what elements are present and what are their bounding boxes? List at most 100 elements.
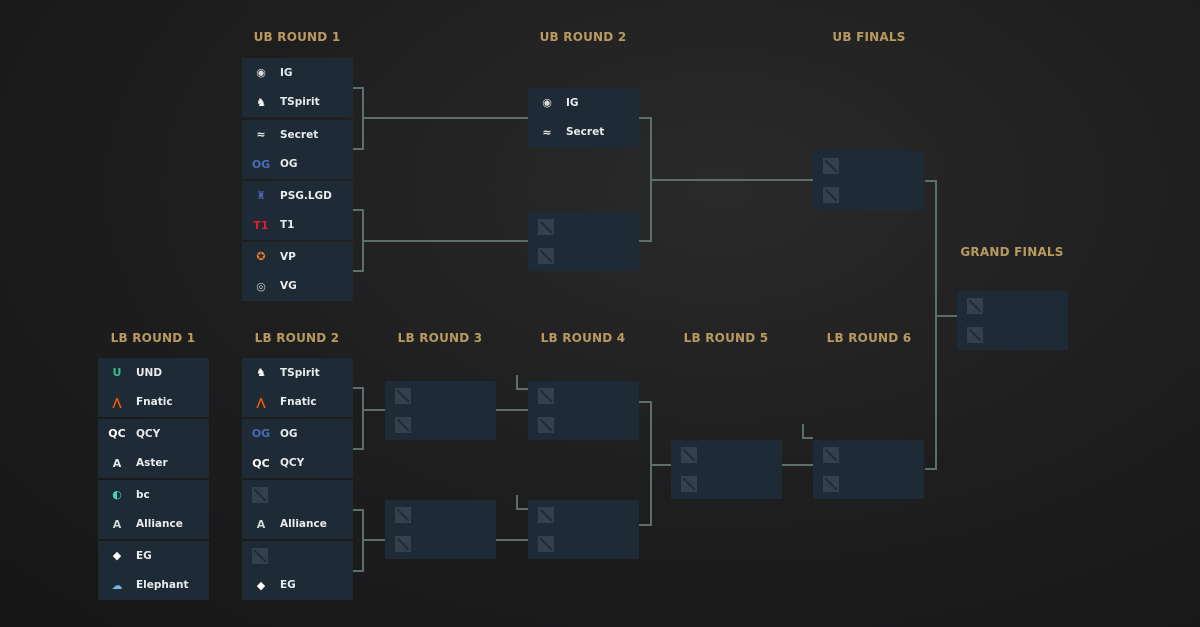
- dota-placeholder-icon: [823, 157, 839, 174]
- match-card[interactable]: ✪VP◎VG: [242, 242, 353, 301]
- team-slot[interactable]: [957, 321, 1068, 351]
- team-slot[interactable]: [528, 500, 639, 530]
- ig-logo-icon: ◉: [542, 96, 552, 110]
- team-slot[interactable]: ◉ IG: [528, 88, 639, 118]
- team-slot[interactable]: ✪VP: [242, 242, 353, 272]
- round-header-lb1: LB ROUND 1: [110, 331, 196, 345]
- team-slot[interactable]: [813, 181, 924, 211]
- dota-placeholder-icon: [395, 387, 411, 404]
- qcy-logo-icon: QC: [252, 456, 270, 470]
- team-slot[interactable]: [957, 291, 1068, 321]
- team-name: PSG.LGD: [280, 189, 332, 202]
- dota-placeholder-icon: [967, 297, 983, 314]
- eg-logo-icon: ◆: [112, 549, 122, 563]
- team-slot[interactable]: ⋀Fnatic: [242, 388, 353, 418]
- team-slot[interactable]: [671, 440, 782, 470]
- dota-placeholder-icon: [823, 476, 839, 493]
- team-slot[interactable]: [528, 411, 639, 441]
- match-card[interactable]: ◉IG♞TSpirit: [242, 58, 353, 117]
- match-card[interactable]: ♞TSpirit⋀Fnatic: [242, 358, 353, 417]
- team-slot[interactable]: ♞TSpirit: [242, 358, 353, 388]
- team-slot[interactable]: ♜ PSG.LGD: [242, 181, 353, 211]
- match-card[interactable]: [385, 500, 496, 559]
- team-name: Fnatic: [280, 396, 317, 409]
- match-card[interactable]: [813, 151, 924, 210]
- match-card[interactable]: ◉ IG ≈ Secret: [528, 88, 639, 147]
- psg-lgd-logo-icon: ♜: [256, 189, 266, 203]
- team-slot[interactable]: [528, 242, 639, 272]
- team-slot[interactable]: [671, 470, 782, 500]
- match-card[interactable]: [957, 291, 1068, 350]
- team-name: IG: [566, 96, 579, 109]
- team-slot[interactable]: ◆EG: [242, 571, 353, 601]
- match-card[interactable]: ◆EG ☁ Elephant: [98, 541, 209, 600]
- team-slot[interactable]: [813, 151, 924, 181]
- team-slot[interactable]: [385, 500, 496, 530]
- team-slot[interactable]: [528, 530, 639, 560]
- match-card[interactable]: [385, 381, 496, 440]
- team-slot[interactable]: ◉IG: [242, 58, 353, 88]
- team-name: Secret: [566, 126, 605, 139]
- team-name: TSpirit: [280, 366, 320, 379]
- round-header-ub1: UB ROUND 1: [253, 30, 341, 44]
- und-logo-icon: U: [112, 366, 122, 380]
- team-name: VG: [280, 280, 297, 293]
- match-card[interactable]: [528, 500, 639, 559]
- team-slot[interactable]: [385, 530, 496, 560]
- team-slot[interactable]: [528, 381, 639, 411]
- team-slot[interactable]: [813, 470, 924, 500]
- dota-placeholder-icon: [252, 486, 268, 503]
- t1-logo-icon: T1: [253, 218, 269, 232]
- match-card[interactable]: ◆EG: [242, 541, 353, 600]
- team-slot[interactable]: [385, 381, 496, 411]
- dota-placeholder-icon: [395, 536, 411, 553]
- connector-line: [639, 117, 652, 242]
- team-slot[interactable]: ≈Secret: [242, 120, 353, 150]
- team-slot[interactable]: [242, 541, 353, 571]
- match-card[interactable]: [528, 381, 639, 440]
- match-card[interactable]: [528, 212, 639, 271]
- team-slot[interactable]: ⋀Fnatic: [98, 388, 209, 418]
- team-slot[interactable]: [528, 212, 639, 242]
- aster-logo-icon: A: [112, 456, 122, 470]
- dota-placeholder-icon: [395, 417, 411, 434]
- match-card[interactable]: [813, 440, 924, 499]
- team-slot[interactable]: ♞TSpirit: [242, 88, 353, 118]
- round-header-lb4: LB ROUND 4: [540, 331, 626, 345]
- match-card[interactable]: [671, 440, 782, 499]
- team-slot[interactable]: ◐bc: [98, 480, 209, 510]
- team-slot[interactable]: [385, 411, 496, 441]
- dota-placeholder-icon: [538, 417, 554, 434]
- team-slot[interactable]: ☁ Elephant: [98, 571, 209, 601]
- team-slot[interactable]: ◆EG: [98, 541, 209, 571]
- team-slot[interactable]: [242, 480, 353, 510]
- elephant-logo-icon: ☁: [111, 578, 123, 592]
- connector-line: [802, 424, 813, 439]
- round-header-ub2: UB ROUND 2: [539, 30, 627, 44]
- team-name: Elephant: [136, 579, 189, 592]
- team-slot[interactable]: ◎VG: [242, 272, 353, 302]
- team-slot[interactable]: [813, 440, 924, 470]
- round-header-lb2: LB ROUND 2: [254, 331, 340, 345]
- secret-logo-icon: ≈: [542, 125, 552, 139]
- team-name: Alliance: [136, 518, 183, 531]
- vp-bear-icon: ✪: [256, 250, 266, 264]
- team-slot[interactable]: ≈ Secret: [528, 118, 639, 148]
- dota-placeholder-icon: [538, 248, 554, 265]
